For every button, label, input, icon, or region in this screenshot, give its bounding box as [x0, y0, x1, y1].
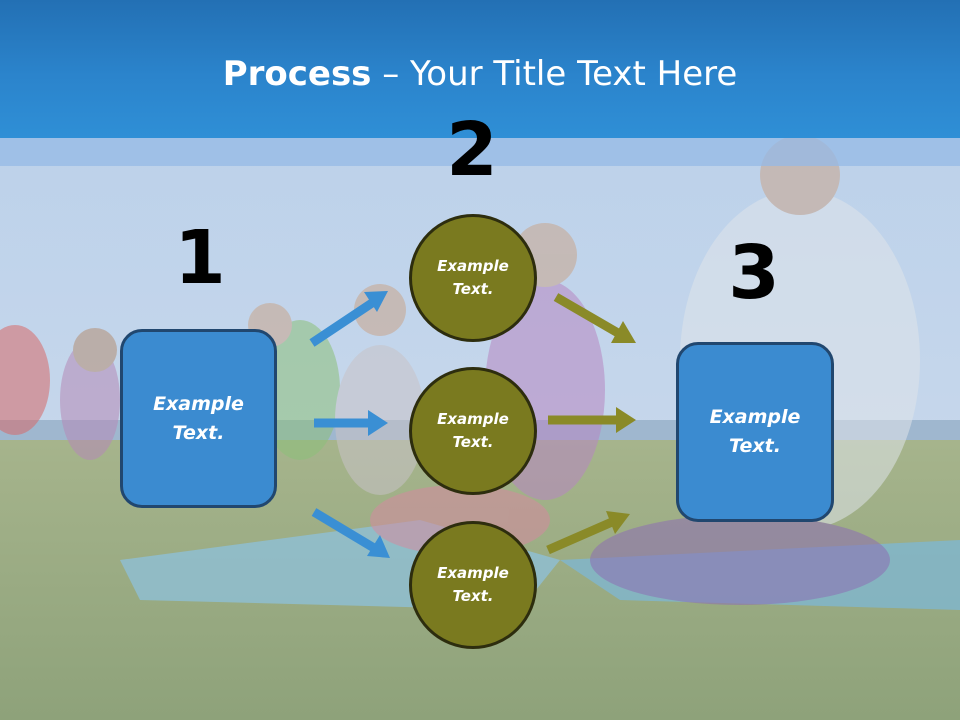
step-2-circle-top: Example Text.	[409, 214, 537, 342]
step-1-line2: Text.	[172, 421, 225, 444]
step-3-box: Example Text.	[676, 342, 834, 522]
step-number-1: 1	[174, 215, 226, 301]
step-1-box: Example Text.	[120, 329, 277, 508]
title-bold: Process	[222, 54, 372, 94]
step-number-3: 3	[728, 230, 780, 316]
circle-top-line2: Text.	[452, 280, 494, 298]
title-bar	[0, 0, 960, 138]
step-number-2: 2	[446, 107, 498, 193]
title-rest: – Your Title Text Here	[371, 54, 738, 94]
blue-arrow-up	[309, 291, 388, 347]
circle-top-line1: Example	[437, 257, 509, 275]
circle-bottom-line1: Example	[437, 564, 509, 582]
circle-middle-line2: Text.	[452, 433, 494, 451]
blue-arrow-middle	[314, 410, 388, 436]
step-2-circle-middle: Example Text.	[409, 367, 537, 495]
slide-title: Process – Your Title Text Here	[0, 52, 960, 96]
step-3-line2: Text.	[729, 435, 781, 457]
step-2-circle-bottom: Example Text.	[409, 521, 537, 649]
blue-arrow-down	[311, 508, 390, 558]
step-1-line1: Example	[153, 392, 244, 415]
olive-arrow-down	[553, 293, 636, 343]
olive-arrow-middle	[548, 407, 636, 433]
step-3-line1: Example	[709, 406, 801, 428]
olive-arrow-up	[546, 511, 630, 555]
title-bar-band	[0, 138, 960, 166]
circle-middle-line1: Example	[437, 410, 509, 428]
circle-bottom-line2: Text.	[452, 587, 494, 605]
